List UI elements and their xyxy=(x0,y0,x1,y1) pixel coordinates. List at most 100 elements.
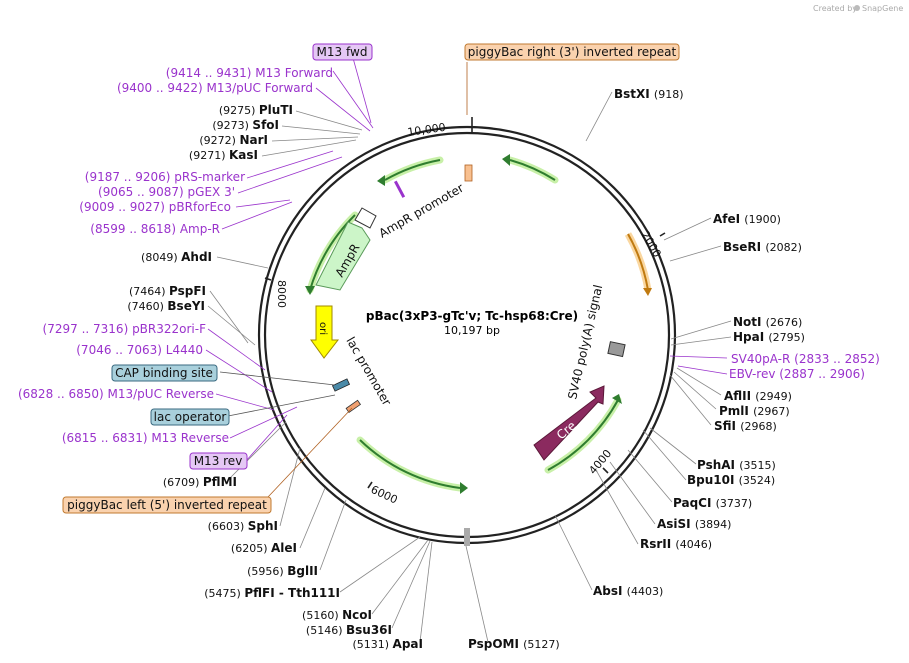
right-label-name: RsrII xyxy=(640,537,675,551)
box-m13-fwd-text: M13 fwd xyxy=(317,45,368,59)
box-lac-operator: lac operator xyxy=(150,408,230,426)
right-label-pos: (2949) xyxy=(755,390,792,403)
left-label-pflfi: (5475) PflFI - Tth111I xyxy=(204,586,340,600)
m13-mark xyxy=(394,180,406,198)
right-label-pos: (918) xyxy=(654,88,684,101)
feature-label-ori: ori xyxy=(317,322,328,335)
left-label-sphi: (6603) SphI xyxy=(208,519,278,533)
left-label-name: PflMI xyxy=(203,475,237,489)
left-label-pos: (5131) xyxy=(352,638,392,651)
left-label-name: M13/pUC Forward xyxy=(206,81,313,95)
right-label-name: AflII xyxy=(724,389,755,403)
left-label-bsu36i: (5146) Bsu36I xyxy=(306,623,392,637)
right-label-afei: AfeI (1900) xyxy=(713,212,781,226)
right-primer-leaders xyxy=(669,355,728,375)
left-label-pos: (6603) xyxy=(208,520,248,533)
right-labels: BstXI (918) AfeI (1900) BseRI (2082) NotI (… xyxy=(468,87,880,651)
left-label-name: pBRforEco xyxy=(169,200,231,214)
right-label-absi: AbsI (4403) xyxy=(593,584,663,598)
lac-operator-leader xyxy=(227,394,336,417)
left-label-pos: (5146) xyxy=(306,624,346,637)
pbac-right-mark xyxy=(464,164,473,182)
cre-arrow xyxy=(533,385,605,461)
left-label-pos: (9275) xyxy=(219,104,259,117)
left-label-pos: (6828 .. 6850) xyxy=(18,387,108,401)
right-label-name: EBV-rev xyxy=(729,367,779,381)
left-label-m13pucr: (6828 .. 6850) M13/pUC Reverse xyxy=(18,387,214,401)
left-label-pos: (7046 .. 7063) xyxy=(76,343,166,357)
orange-box-mark xyxy=(345,399,362,414)
tick-label-6000: 6000 xyxy=(369,483,400,507)
plasmid-length: 10,197 bp xyxy=(444,324,500,337)
left-label-pos: (9272) xyxy=(199,134,239,147)
right-label-paqci: PaqCI (3737) xyxy=(673,496,752,510)
left-label-pbrfor: (9009 .. 9027) pBRforEco xyxy=(79,200,231,214)
left-label-plut: (9275) PluTI xyxy=(219,103,293,117)
right-label-pshai: PshAI (3515) xyxy=(697,458,776,472)
box-m13-fwd: M13 fwd xyxy=(312,43,373,61)
right-label-pos: (5127) xyxy=(523,638,560,651)
left-label-name: AhdI xyxy=(181,250,212,264)
left-label-pos: (9414 .. 9431) xyxy=(166,66,256,80)
left-label-pos: (9271) xyxy=(189,149,229,162)
left-label-apai: (5131) ApaI xyxy=(352,637,423,651)
left-label-pgex: (9065 .. 9087) pGEX 3' xyxy=(98,185,235,199)
left-label-bseyi: (7460) BseYI xyxy=(127,299,205,313)
right-label-bseri: BseRI (2082) xyxy=(723,240,802,254)
plasmid-name: pBac(3xP3-gTc'v; Tc-hsp68:Cre) xyxy=(366,309,578,323)
right-label-name: AbsI xyxy=(593,584,627,598)
right-label-aflii: AflII (2949) xyxy=(724,389,792,403)
right-label-bstxi: BstXI (918) xyxy=(614,87,684,101)
right-label-pos: (2887 .. 2906) xyxy=(779,367,865,381)
feature-label-sv40: SV40 poly(A) signal xyxy=(565,283,605,400)
right-label-pos: (2676) xyxy=(766,316,803,329)
right-label-pos: (3524) xyxy=(739,474,776,487)
right-label-pos: (4403) xyxy=(627,585,664,598)
right-label-name: BstXI xyxy=(614,87,654,101)
left-label-name: pRS-marker xyxy=(174,170,245,184)
tick-label-8000: 8000 xyxy=(275,280,288,308)
right-label-name: PspOMI xyxy=(468,637,523,651)
left-label-pos: (7297 .. 7316) xyxy=(43,322,133,336)
left-label-name: SphI xyxy=(248,519,278,533)
right-label-name: Bpu10I xyxy=(687,473,739,487)
right-label-name: PaqCI xyxy=(673,496,716,510)
left-label-pos: (7460) xyxy=(127,300,167,313)
box-cap-text: CAP binding site xyxy=(115,366,213,380)
tick-label-10000: 10,000 xyxy=(407,121,447,139)
box-pbac-right-text: piggyBac right (3') inverted repeat xyxy=(468,45,677,59)
cap-leader xyxy=(219,371,336,386)
left-label-pos: (7464) xyxy=(129,285,169,298)
right-label-rsrii: RsrII (4046) xyxy=(640,537,712,551)
right-label-sfii: SfiI (2968) xyxy=(714,419,777,433)
left-label-pflmi: (6709) PflMI xyxy=(163,475,237,489)
left-label-pos: (5160) xyxy=(302,609,342,622)
right-label-name: BseRI xyxy=(723,240,765,254)
primer-leaders xyxy=(205,57,374,439)
right-label-pos: (4046) xyxy=(675,538,712,551)
left-label-pos: (9400 .. 9422) xyxy=(117,81,207,95)
left-label-name: M13 Reverse xyxy=(151,431,229,445)
left-label-name: pBR322ori-F xyxy=(132,322,206,336)
right-label-name: AsiSI xyxy=(657,517,695,531)
left-labels: (9414 .. 9431) M13 Forward(9400 .. 9422)… xyxy=(18,66,423,651)
left-label-name: M13/pUC Reverse xyxy=(108,387,215,401)
box-m13-rev-text: M13 rev xyxy=(194,454,243,468)
feature-arc-arrowheads xyxy=(305,154,622,494)
right-label-name: SV40pA-R xyxy=(731,352,794,366)
credit-created-by: Created by xyxy=(813,4,857,13)
ampr-promoter-box xyxy=(354,207,377,229)
tick-label-2000: 2000 xyxy=(638,229,663,260)
snapgene-logo-icon xyxy=(854,5,860,11)
left-label-name: L4440 xyxy=(166,343,203,357)
left-label-m13r: (6815 .. 6831) M13 Reverse xyxy=(62,431,229,445)
right-label-name: PmlI xyxy=(719,404,753,418)
left-label-name: Bsu36I xyxy=(346,623,392,637)
box-lac-operator-text: lac operator xyxy=(154,410,227,424)
left-label-pos: (6205) xyxy=(231,542,271,555)
right-label-pos: (3515) xyxy=(739,459,776,472)
left-label-pos: (9065 .. 9087) xyxy=(98,185,188,199)
box-pbac-right: piggyBac right (3') inverted repeat xyxy=(464,43,680,61)
right-label-noti: NotI (2676) xyxy=(733,315,802,329)
